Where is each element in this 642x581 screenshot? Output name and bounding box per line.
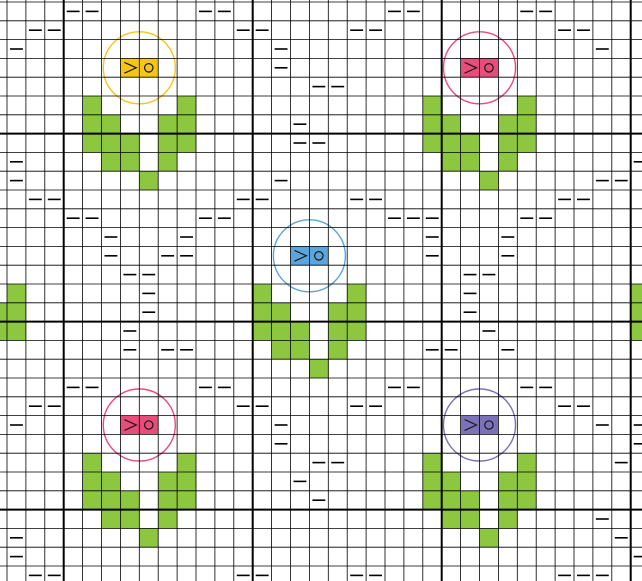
- leaf-cell: [177, 96, 196, 115]
- leaf-cell: [102, 115, 121, 134]
- leaf-cell: [291, 322, 310, 341]
- leaf-cell: [272, 303, 291, 322]
- leaf-cell: [120, 491, 139, 510]
- leaf-cell: [423, 134, 442, 153]
- leaf-cell: [272, 322, 291, 341]
- leaf-cell: [442, 472, 461, 491]
- leaf-cell: [498, 491, 517, 510]
- leaf-cell: [83, 472, 102, 491]
- leaf-cell: [442, 152, 461, 171]
- leaf-cell: [498, 115, 517, 134]
- leaf-cell: [498, 134, 517, 153]
- leaf-cell: [461, 491, 480, 510]
- leaf-cell: [517, 491, 536, 510]
- leaf-cell: [177, 115, 196, 134]
- leaf-cell: [347, 322, 366, 341]
- leaf-cell: [253, 303, 272, 322]
- leaf-cell: [480, 171, 499, 190]
- leaf-cell: [328, 340, 347, 359]
- leaf-cell: [423, 115, 442, 134]
- leaf-cell: [631, 322, 642, 341]
- leaf-cell: [291, 340, 310, 359]
- leaf-cell: [102, 472, 121, 491]
- leaf-cell: [253, 284, 272, 303]
- leaf-cell: [102, 491, 121, 510]
- leaf-cell: [517, 115, 536, 134]
- leaf-cell: [498, 472, 517, 491]
- leaf-cell: [309, 359, 328, 378]
- leaf-cell: [7, 303, 26, 322]
- leaf-cell: [120, 152, 139, 171]
- leaf-cell: [177, 453, 196, 472]
- leaf-cell: [517, 472, 536, 491]
- leaf-cell: [347, 303, 366, 322]
- leaf-cell: [442, 134, 461, 153]
- leaf-cell: [102, 510, 121, 529]
- leaf-cell: [328, 303, 347, 322]
- leaf-cell: [461, 134, 480, 153]
- leaf-cell: [461, 152, 480, 171]
- leaf-cell: [631, 303, 642, 322]
- leaf-cell: [423, 472, 442, 491]
- leaf-cell: [7, 322, 26, 341]
- leaf-cell: [347, 284, 366, 303]
- leaf-cell: [139, 528, 158, 547]
- leaf-cell: [177, 491, 196, 510]
- leaf-cell: [0, 303, 7, 322]
- leaf-cell: [0, 322, 7, 341]
- leaf-cell: [120, 134, 139, 153]
- leaf-cell: [480, 528, 499, 547]
- leaf-cell: [517, 453, 536, 472]
- leaf-cell: [158, 472, 177, 491]
- leaf-cell: [83, 115, 102, 134]
- leaf-cell: [158, 134, 177, 153]
- leaf-cell: [461, 510, 480, 529]
- leaf-cell: [177, 472, 196, 491]
- leaf-cell: [158, 491, 177, 510]
- leaf-cell: [423, 491, 442, 510]
- leaf-cell: [83, 453, 102, 472]
- leaf-cell: [83, 491, 102, 510]
- leaf-cell: [423, 453, 442, 472]
- leaf-cell: [631, 284, 642, 303]
- leaf-cell: [423, 96, 442, 115]
- leaf-cell: [102, 152, 121, 171]
- leaf-cell: [177, 134, 196, 153]
- leaf-cell: [442, 491, 461, 510]
- leaf-cell: [517, 134, 536, 153]
- leaf-cell: [139, 171, 158, 190]
- leaf-cell: [498, 510, 517, 529]
- leaf-cell: [7, 284, 26, 303]
- leaf-cell: [102, 134, 121, 153]
- leaf-cell: [328, 322, 347, 341]
- leaf-cell: [158, 152, 177, 171]
- leaf-cell: [253, 322, 272, 341]
- leaf-cell: [158, 115, 177, 134]
- leaf-cell: [83, 96, 102, 115]
- leaf-cell: [272, 340, 291, 359]
- leaf-cell: [158, 510, 177, 529]
- leaf-cell: [442, 510, 461, 529]
- leaf-cell: [83, 134, 102, 153]
- leaf-cell: [517, 96, 536, 115]
- leaf-cell: [120, 510, 139, 529]
- leaf-cell: [498, 152, 517, 171]
- leaf-cell: [442, 115, 461, 134]
